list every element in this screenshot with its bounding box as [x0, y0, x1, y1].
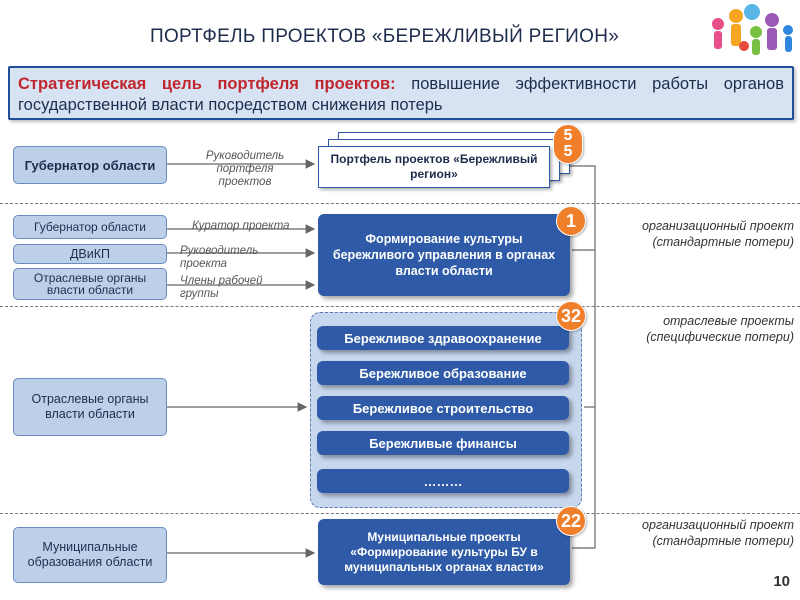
- goal-text: повышение эффективности работы органов г…: [18, 75, 784, 114]
- section-divider: [0, 513, 800, 514]
- working-group-role: Члены рабочей группы: [180, 275, 263, 300]
- org-project-note: организационный проект (стандартные поте…: [642, 219, 794, 249]
- section-divider: [0, 306, 800, 307]
- sector-projects-note: отраслевые проекты (специфические потери…: [646, 314, 794, 344]
- org-project-note-2: организационный проект (стандартные поте…: [642, 518, 794, 548]
- project-head-role: Руководитель проекта: [180, 245, 259, 270]
- dvikp-box: ДВиКП: [13, 244, 167, 264]
- culture-count-badge: 1: [556, 206, 586, 236]
- governor-box: Губернатор области: [13, 215, 167, 239]
- page-number: 10: [773, 573, 790, 590]
- strategic-goal-banner: Стратегическая цель портфеля проектов: п…: [8, 66, 794, 120]
- sector-item: ………: [317, 469, 569, 493]
- branch-bodies-box: Отраслевые органы власти области: [13, 268, 167, 300]
- sector-item: Бережливое образование: [317, 361, 569, 385]
- sector-count-badge: 32: [556, 301, 586, 331]
- municipal-box: Муниципальные образования области: [13, 527, 167, 583]
- branch-bodies-box-2: Отраслевые органы власти области: [13, 378, 167, 436]
- curator-role: Куратор проекта: [192, 220, 290, 232]
- page-title: ПОРТФЕЛЬ ПРОЕКТОВ «БЕРЕЖЛИВЫЙ РЕГИОН»: [150, 26, 620, 47]
- sector-item: Бережливое строительство: [317, 396, 569, 420]
- sector-item: Бережливое здравоохранение: [317, 326, 569, 350]
- sector-item: Бережливые финансы: [317, 431, 569, 455]
- goal-lead: Стратегическая цель портфеля проектов:: [18, 75, 396, 93]
- portfolio-count-badge: 55: [553, 124, 583, 164]
- governor-main-box: Губернатор области: [13, 146, 167, 184]
- portfolio-head-role: Руководитель портфеля проектов: [205, 150, 285, 188]
- municipal-projects-box: Муниципальные проекты «Формирование куль…: [318, 519, 570, 585]
- portfolio-box: Портфель проектов «Бережливый регион»: [318, 146, 550, 188]
- people-figures-logo-icon: [700, 2, 798, 60]
- municipal-count-badge: 22: [556, 506, 586, 536]
- section-divider: [0, 203, 800, 204]
- culture-project-box: Формирование культуры бережливого управл…: [318, 214, 570, 296]
